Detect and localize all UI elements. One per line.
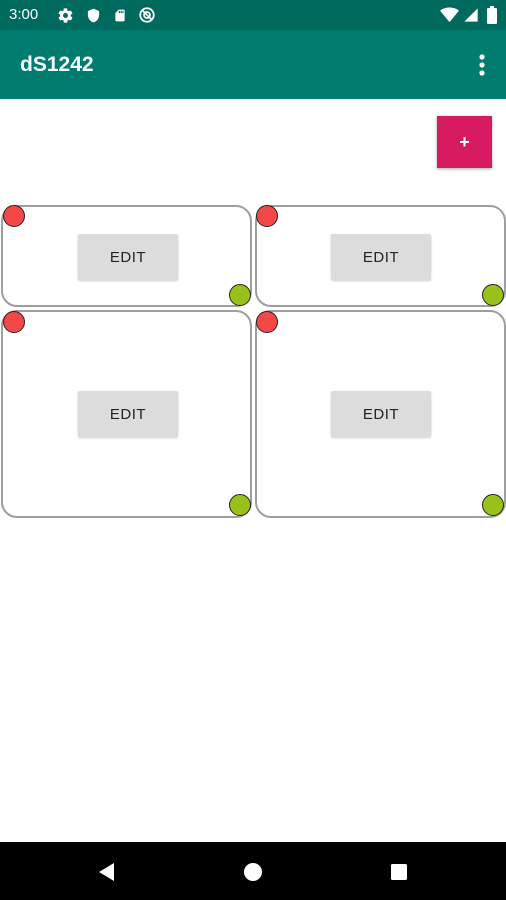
top-left-handle[interactable] — [3, 205, 25, 227]
recents-icon[interactable] — [390, 863, 408, 881]
top-left-handle[interactable] — [3, 311, 25, 333]
top-left-handle[interactable] — [256, 311, 278, 333]
edit-button[interactable]: EDIT — [331, 391, 431, 437]
sd-card-icon — [115, 9, 125, 22]
more-vert-icon — [479, 54, 485, 76]
status-bar: 3:00 — [0, 0, 506, 30]
edit-button[interactable]: EDIT — [78, 234, 178, 280]
bottom-right-handle[interactable] — [482, 494, 504, 516]
add-button[interactable]: + — [437, 116, 492, 168]
bottom-right-handle[interactable] — [229, 494, 251, 516]
wifi-icon — [440, 7, 459, 23]
resizable-card[interactable]: EDIT — [255, 205, 506, 307]
overflow-menu-button[interactable] — [470, 52, 494, 78]
app-title: dS1242 — [20, 53, 94, 76]
back-icon[interactable] — [96, 862, 116, 882]
home-icon[interactable] — [243, 862, 263, 882]
bottom-right-handle[interactable] — [482, 284, 504, 306]
edit-button[interactable]: EDIT — [78, 391, 178, 437]
resizable-card[interactable]: EDIT — [1, 205, 252, 307]
app-bar: dS1242 — [0, 30, 506, 99]
sync-disabled-icon — [139, 7, 155, 23]
signal-icon — [464, 8, 478, 22]
top-left-handle[interactable] — [256, 205, 278, 227]
resizable-card[interactable]: EDIT — [1, 310, 252, 518]
resizable-card[interactable]: EDIT — [255, 310, 506, 518]
gear-icon — [58, 8, 73, 23]
battery-icon — [487, 6, 497, 24]
status-time: 3:00 — [9, 6, 39, 23]
bottom-right-handle[interactable] — [229, 284, 251, 306]
navigation-bar — [0, 842, 506, 900]
edit-button[interactable]: EDIT — [331, 234, 431, 280]
shield-icon — [87, 8, 100, 23]
